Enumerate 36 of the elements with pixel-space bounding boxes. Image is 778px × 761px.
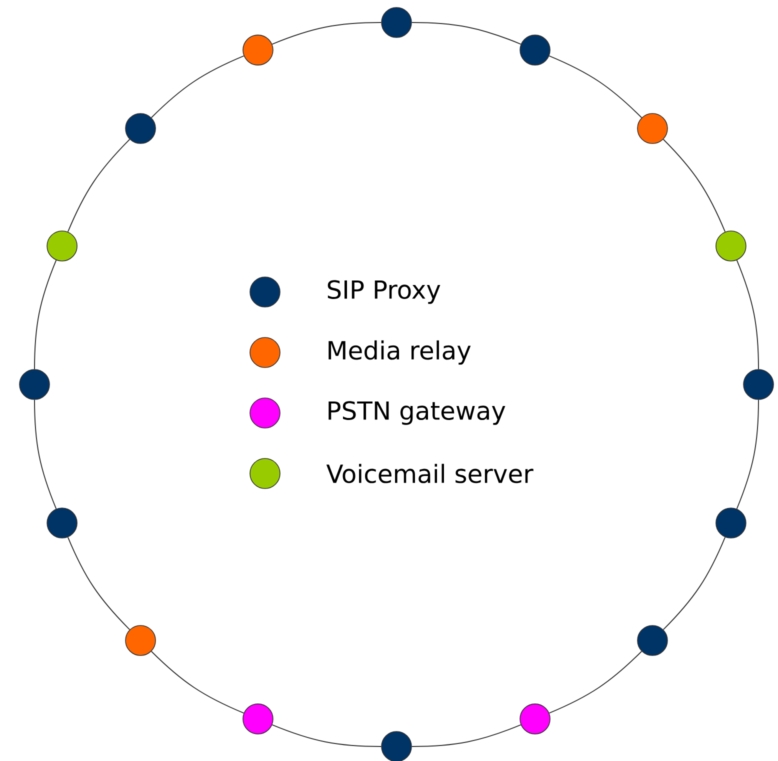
ring-line (411, 724, 522, 747)
server-dot (242, 34, 274, 66)
server-dot (125, 113, 156, 144)
ring-line (67, 536, 130, 630)
legend-label: PSTN gateway (328, 401, 506, 425)
legend-label: Voicemail server (326, 464, 534, 484)
ring-line (150, 650, 244, 714)
server-dot (19, 369, 50, 400)
server-dot (125, 625, 156, 656)
server-dot (242, 704, 274, 734)
legend-label: Media relay (328, 340, 471, 365)
ring-line (150, 55, 244, 118)
ring-line (272, 22, 382, 45)
ring-line (736, 260, 759, 370)
ring-line (34, 399, 57, 510)
ring-line (662, 536, 726, 630)
ring-line (34, 260, 57, 370)
ring-line (548, 55, 642, 118)
server-dot (520, 34, 550, 66)
server-dot (381, 731, 412, 761)
ring-line (548, 650, 642, 714)
legend-label: SIP Proxy (328, 280, 440, 304)
server-dot (520, 704, 550, 734)
server-dot (381, 7, 412, 38)
server-dot (46, 508, 78, 538)
server-dot (743, 369, 774, 400)
server-dot (716, 230, 746, 262)
ring-line (662, 138, 726, 232)
ring-line (736, 399, 759, 510)
ring-line (272, 724, 382, 747)
server-dot (716, 508, 746, 538)
server-dot (637, 113, 668, 144)
ring-line (67, 138, 130, 232)
server-dot (637, 625, 668, 656)
ring-line (411, 22, 522, 45)
server-dot (46, 230, 78, 262)
